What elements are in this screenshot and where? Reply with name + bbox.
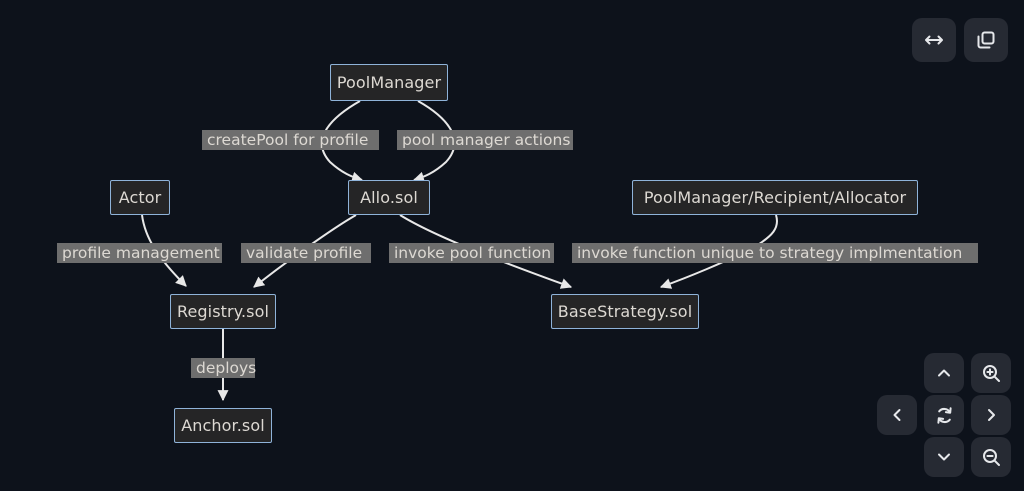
- pan-down-button[interactable]: [924, 437, 964, 477]
- pan-right-button[interactable]: [971, 395, 1011, 435]
- resize-horizontal-button[interactable]: [912, 18, 956, 62]
- navigation-pad: [877, 353, 1011, 483]
- reset-view-button[interactable]: [924, 395, 964, 435]
- edge-label-profile-management: profile management: [57, 243, 222, 263]
- edge-label-invoke-function-unique: invoke function unique to strategy implm…: [572, 243, 978, 263]
- edge-label-validate-profile: validate profile: [241, 243, 371, 263]
- chevron-left-icon: [893, 409, 901, 421]
- edge-poolmanager-allosol-actions: [412, 100, 456, 183]
- edge-poolmanager-allosol-createpool: [320, 100, 364, 183]
- node-actor[interactable]: Actor: [110, 180, 170, 215]
- node-allo-sol[interactable]: Allo.sol: [348, 180, 430, 215]
- zoom-out-button[interactable]: [971, 437, 1011, 477]
- magnifier-plus-icon: [982, 364, 1000, 382]
- pan-up-button[interactable]: [924, 353, 964, 393]
- zoom-in-button[interactable]: [971, 353, 1011, 393]
- copy-icon: [977, 31, 995, 49]
- pan-left-button[interactable]: [877, 395, 917, 435]
- node-registry-sol[interactable]: Registry.sol: [170, 294, 276, 329]
- edge-label-invoke-pool-function: invoke pool function: [389, 243, 554, 263]
- chevron-up-icon: [938, 369, 950, 377]
- edge-label-pool-manager-actions: pool manager actions: [397, 130, 573, 150]
- copy-button[interactable]: [964, 18, 1008, 62]
- node-poolmanager[interactable]: PoolManager: [330, 64, 448, 101]
- node-poolmanager-recipient-allocator[interactable]: PoolManager/Recipient/Allocator: [632, 180, 918, 215]
- top-right-toolbar: [912, 18, 1008, 62]
- arrows-horizontal-icon: [925, 35, 943, 45]
- magnifier-minus-icon: [982, 448, 1000, 466]
- chevron-down-icon: [938, 453, 950, 461]
- chevron-right-icon: [988, 409, 995, 421]
- node-anchor-sol[interactable]: Anchor.sol: [174, 408, 272, 443]
- edge-label-deploys: deploys: [191, 358, 256, 378]
- refresh-icon: [936, 406, 952, 424]
- edge-label-createpool-for-profile: createPool for profile: [202, 130, 379, 150]
- node-basestrategy-sol[interactable]: BaseStrategy.sol: [551, 294, 699, 329]
